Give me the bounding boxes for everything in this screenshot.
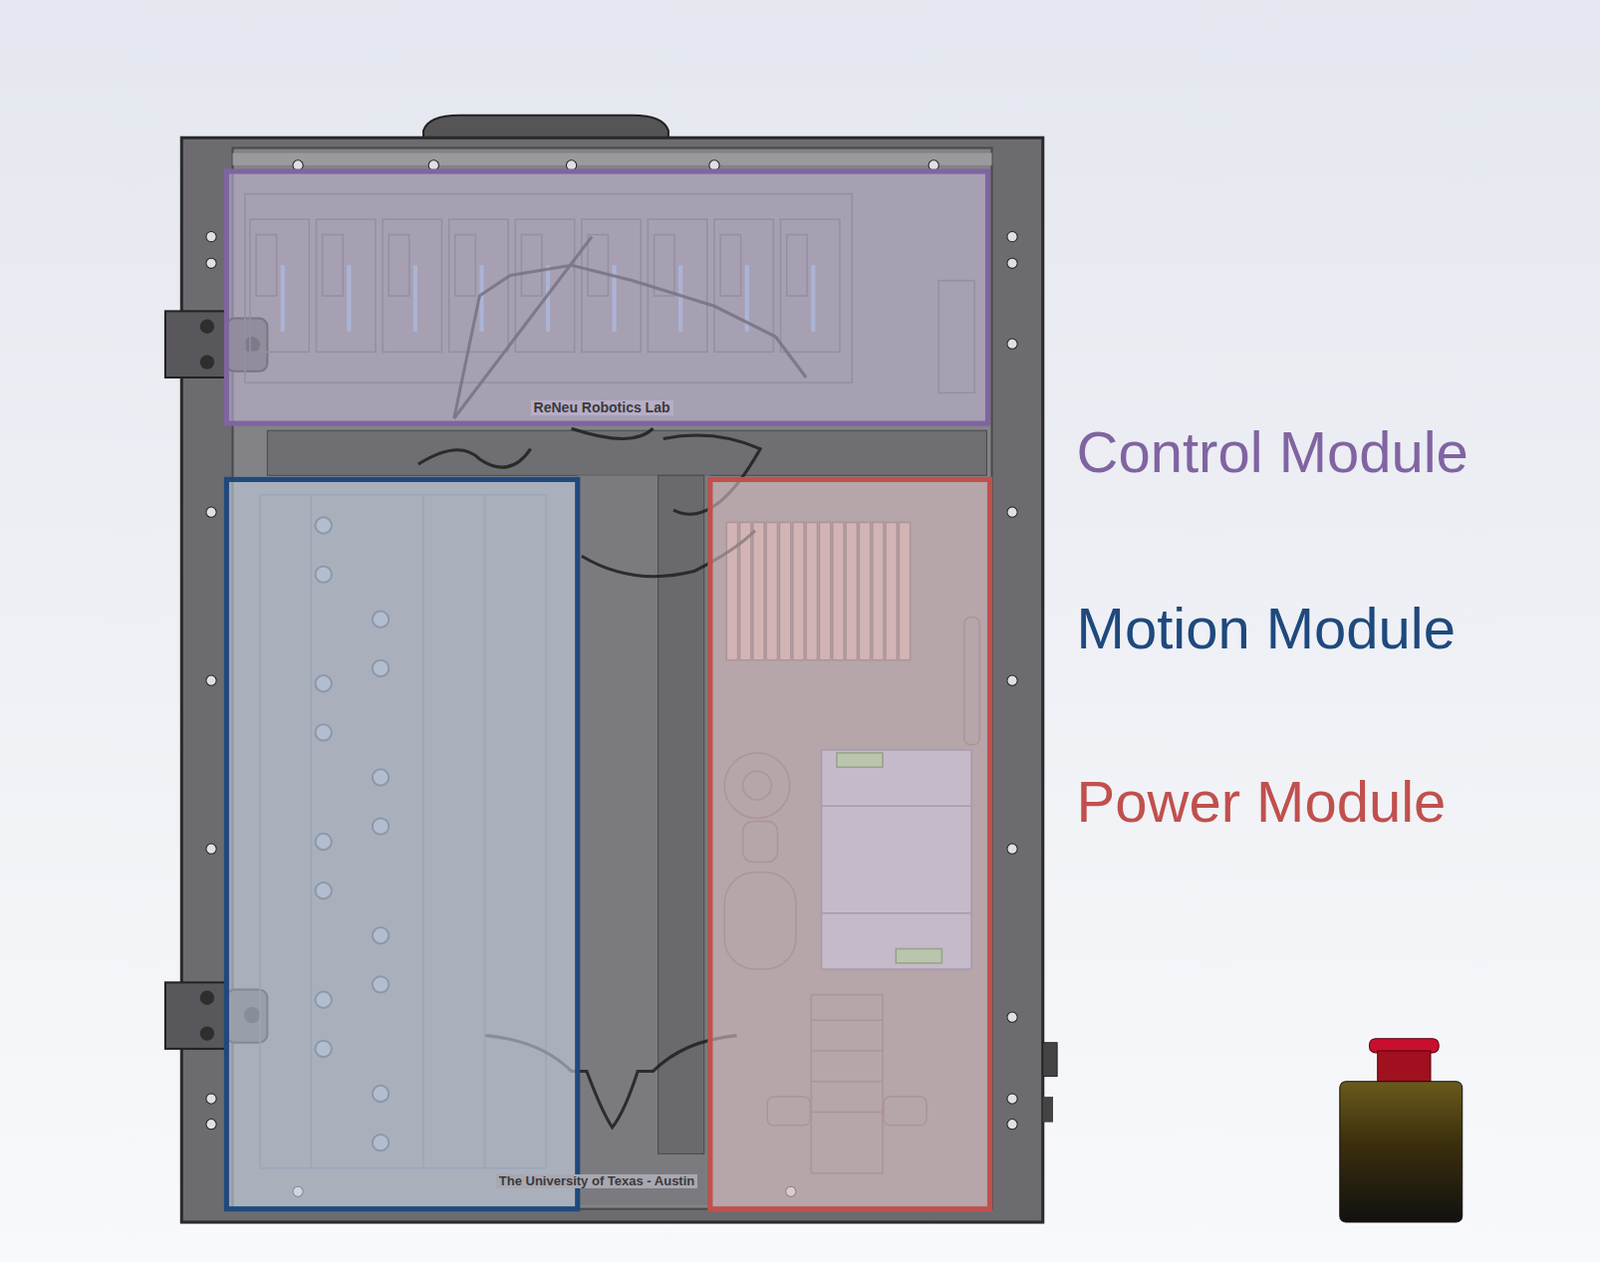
module-label: Power Module (1076, 770, 1447, 834)
lab-watermark: ReNeu Robotics Lab (531, 400, 674, 416)
university-watermark: The University of Texas - Austin (496, 1174, 699, 1189)
module-label: Motion Module (1076, 596, 1456, 661)
module-label: Control Module (1076, 420, 1469, 485)
